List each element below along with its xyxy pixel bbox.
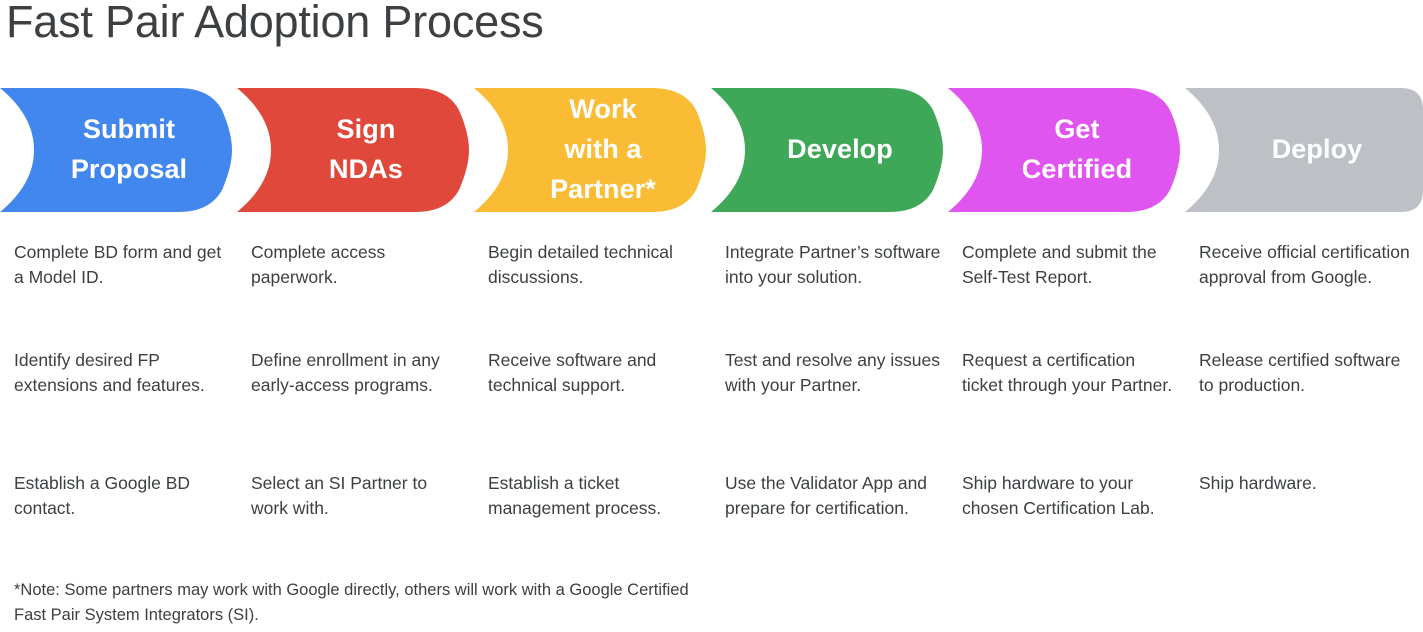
detail-item: Receive official certification approval …	[1199, 242, 1410, 288]
detail-item: Ship hardware.	[1199, 473, 1317, 493]
stage-label-work-with-a-partner: Work with a Partner*	[550, 94, 656, 204]
stage-label-develop: Develop	[787, 134, 893, 165]
process-chevron-band: Submit Proposal Sign NDAs Work with a Pa…	[0, 88, 1423, 212]
detail-item: Complete BD form and get a Model ID.	[14, 242, 222, 288]
detail-item: Establish a ticket management process.	[488, 473, 662, 519]
stage-label-deploy: Deploy	[1271, 134, 1363, 165]
detail-item: Complete and submit the Self-Test Report…	[962, 242, 1157, 288]
chevron-shape-icon	[1185, 88, 1423, 212]
detail-item: Select an SI Partner to work with.	[251, 473, 428, 519]
detail-item: Use the Validator App and prepare for ce…	[725, 473, 928, 519]
detail-item: Establish a Google BD contact.	[14, 473, 191, 519]
detail-item: Complete access paperwork.	[251, 242, 386, 288]
chevron-shape-icon	[474, 88, 706, 212]
detail-item: Begin detailed technical discussions.	[488, 242, 673, 288]
chevron-shape-icon	[237, 88, 469, 212]
stage-chevron-work-with-a-partner[interactable]: Work with a Partner*	[474, 88, 706, 212]
detail-item: Identify desired FP extensions and featu…	[14, 350, 205, 396]
detail-item: Test and resolve any issues with your Pa…	[725, 350, 940, 396]
stage-chevron-develop[interactable]: Develop	[711, 88, 943, 212]
page-title: Fast Pair Adoption Process	[6, 0, 544, 47]
stage-chevron-submit-proposal[interactable]: Submit Proposal	[0, 88, 232, 212]
detail-item: Define enrollment in any early-access pr…	[251, 350, 440, 396]
detail-item: Request a certification ticket through y…	[962, 350, 1173, 396]
stage-chevron-deploy[interactable]: Deploy	[1185, 88, 1423, 212]
chevron-shape-icon	[0, 88, 232, 212]
stage-chevron-get-certified[interactable]: Get Certified	[948, 88, 1180, 212]
stage-label-get-certified: Get Certified	[1021, 114, 1133, 184]
detail-item: Integrate Partner’s software into your s…	[725, 242, 941, 288]
chevron-shape-icon	[948, 88, 1180, 212]
chevron-shape-icon	[711, 88, 943, 212]
stage-label-submit-proposal: Submit Proposal	[70, 114, 188, 184]
stage-label-sign-ndas: Sign NDAs	[329, 114, 403, 184]
detail-item: Receive software and technical support.	[488, 350, 657, 396]
detail-item: Release certified software to production…	[1199, 350, 1401, 396]
stage-chevron-sign-ndas[interactable]: Sign NDAs	[237, 88, 469, 212]
footnote-note: *Note: Some partners may work with Googl…	[14, 581, 689, 624]
detail-item: Ship hardware to your chosen Certificati…	[962, 473, 1155, 519]
